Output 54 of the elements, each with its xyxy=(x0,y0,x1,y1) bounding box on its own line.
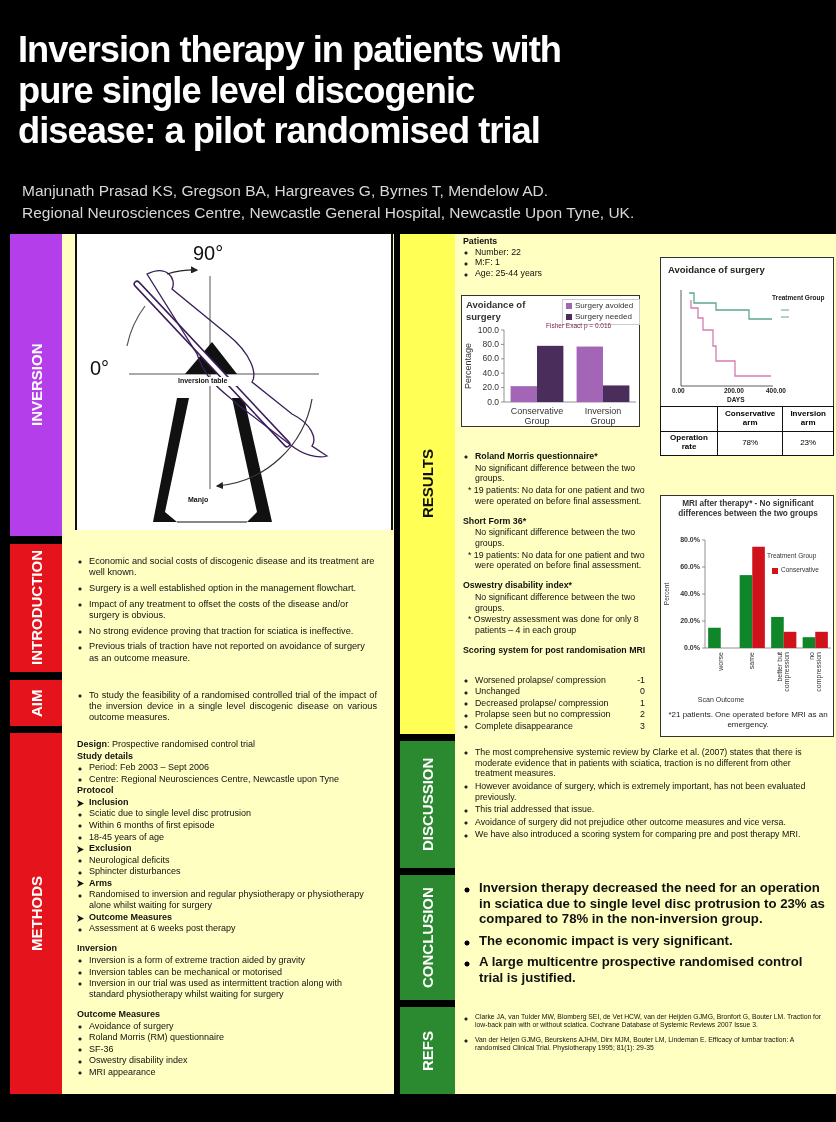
section-tab: DISCUSSION xyxy=(400,741,455,868)
author-line: Regional Neurosciences Centre, Newcastle General Hospital, Newcastle Upon Tyne, UK. xyxy=(22,203,636,224)
section-tab: REFS xyxy=(400,1007,455,1094)
heading: Outcome Measures xyxy=(77,1009,162,1020)
score-value: 3 xyxy=(639,720,645,733)
column-header: Conservative arm xyxy=(717,406,783,431)
score-value: -1 xyxy=(636,675,645,687)
footnote: * 19 patients: No data for one patient and two were operated on before final assessment. xyxy=(467,485,646,507)
heading: Patients xyxy=(463,236,499,247)
score-value: 1 xyxy=(639,697,645,710)
score-value: 0 xyxy=(639,686,645,698)
heading: Inversion xyxy=(77,943,118,955)
tick-label: 100.0 xyxy=(477,324,499,335)
category-label: Inversion Group xyxy=(584,406,622,426)
tick-label: 60.0 xyxy=(482,353,499,364)
text-line: No significant difference between the two groups. xyxy=(474,462,637,485)
footnote: * 19 patients: No data for one patient and two were operated on before final assessment. xyxy=(467,549,646,572)
section-tab: AIM xyxy=(10,680,62,726)
table-cell: 23% xyxy=(782,431,834,456)
axis-title: Percentage xyxy=(463,343,473,389)
legend-label: Surgery needed xyxy=(575,312,632,321)
section-tab: INVERSION xyxy=(10,234,62,536)
poster-title: Inversion therapy in patients with pure single level discogenic disease: a pilot randomised trial xyxy=(18,30,562,153)
chart-title: MRI after therapy* - No significant differences between the two groups xyxy=(677,499,819,520)
chart-note: *21 patients. One operated before MRI as an emergency. xyxy=(667,710,829,730)
section-tab: METHODS xyxy=(10,733,62,1094)
heading: Study details xyxy=(77,750,134,762)
column-header: Inversion arm xyxy=(782,406,834,431)
author-line: Manjunath Prasad KS, Gregson BA, Hargreaves G, Byrnes T, Mendelow AD. xyxy=(22,181,550,201)
tick-label: 40.0 xyxy=(482,367,499,378)
heading: Short Form 36* xyxy=(463,515,528,527)
chart-title: Avoidance of surgery xyxy=(466,299,527,323)
tick-label: 20.0 xyxy=(482,382,499,393)
score-value: 2 xyxy=(639,709,645,721)
chart-title: Avoidance of surgery xyxy=(668,264,766,276)
heading: Protocol xyxy=(77,785,115,797)
tick-label: 0.0 xyxy=(487,396,499,407)
conclusion-point: Inversion therapy decreased the need for an operation in sciatica due to single level disc protrusion to 23% as compared to 78% in the non-inversion group. xyxy=(463,880,828,927)
section-tab: CONCLUSION xyxy=(400,875,455,1000)
table-cell: 78% xyxy=(717,431,783,456)
legend-label: Surgery avoided xyxy=(575,301,634,310)
angle-label: 0° xyxy=(90,356,111,381)
tick-label: 80.0 xyxy=(482,339,499,349)
section-tab: INTRODUCTION xyxy=(10,544,62,672)
row-header: Operation rate xyxy=(660,431,718,456)
heading: Oswestry disability index* xyxy=(463,580,574,591)
category-label: Conservative Group xyxy=(510,406,564,426)
footnote: * Oswestry assessment was done for only 8 patients – 4 in each group xyxy=(467,614,640,636)
text-line: Design: Prospective randomised control trial xyxy=(77,739,257,750)
heading: Scoring system for post randomisation MRI xyxy=(463,644,647,656)
angle-label: 90° xyxy=(193,241,225,266)
text-line: No significant difference between the two groups. xyxy=(474,591,637,614)
section-tab: RESULTS xyxy=(400,234,455,734)
text-line: No significant difference between the two groups. xyxy=(474,527,637,549)
